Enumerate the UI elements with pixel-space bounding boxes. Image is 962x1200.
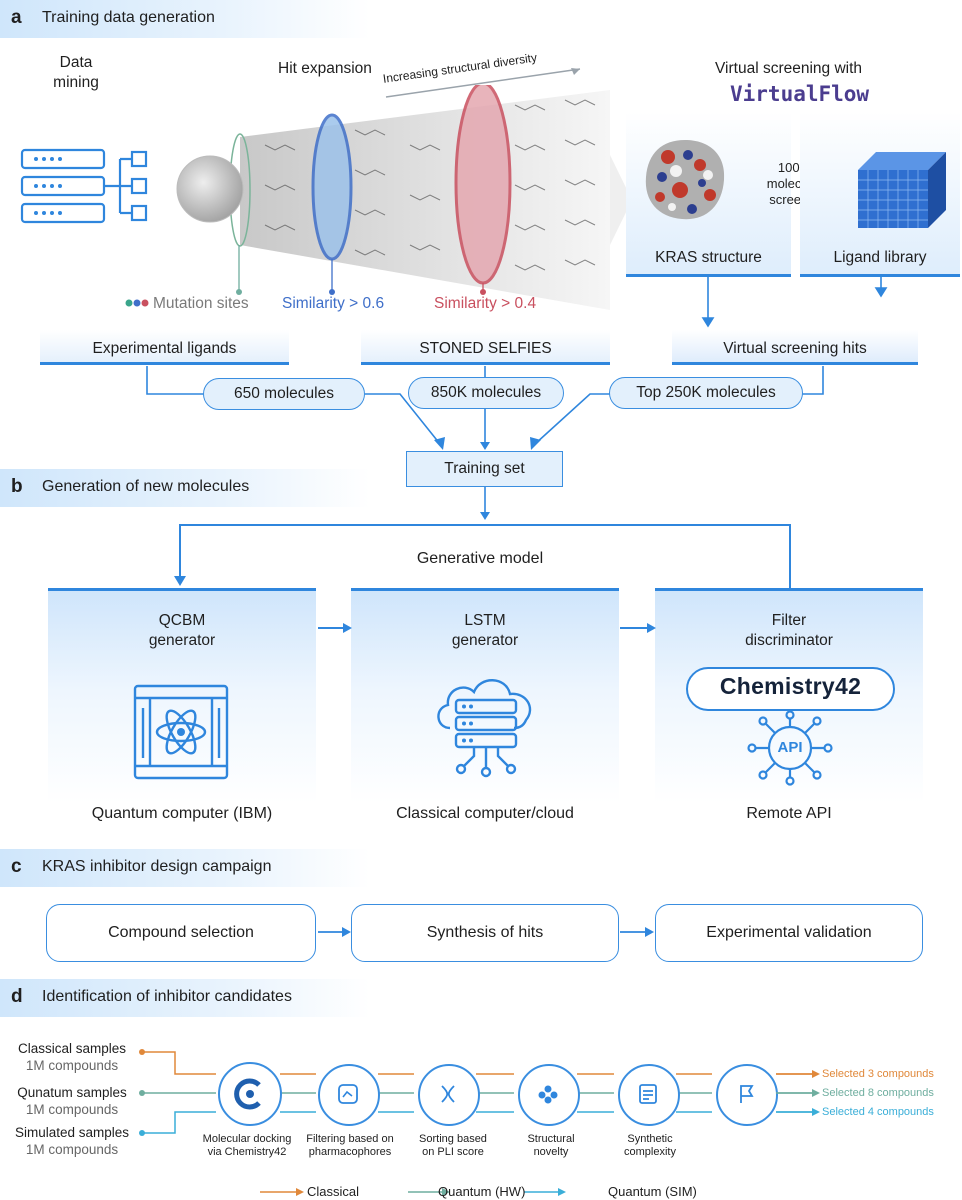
database-icon: [20, 148, 148, 224]
chemistry42-logo: Chemistry42: [719, 673, 862, 699]
output-arrows: [776, 1070, 820, 1116]
sample-quantum-name: Qunatum samples: [17, 1085, 127, 1100]
section-d-letter: d: [11, 986, 23, 1007]
kras-protein-image: [645, 140, 725, 220]
similarity-06-label: Similarity > 0.6: [282, 295, 385, 312]
final-circle: [716, 1064, 778, 1126]
legend-classical: Classical: [307, 1184, 360, 1199]
hit-expansion-label: Hit expansion: [278, 60, 372, 77]
source-stoned-underline: [361, 362, 610, 365]
molecule-cluster-icon: [538, 1085, 558, 1104]
ligand-library-cube-icon: [858, 152, 946, 228]
panel-arrows: [701, 276, 888, 328]
sample-classical-count: 1M compounds: [25, 1058, 119, 1073]
source-virtual-label: Virtual screening hits: [723, 340, 867, 357]
filter-title: Filter discriminator: [745, 612, 833, 649]
qcbm-caption: Quantum computer (IBM): [91, 805, 273, 822]
source-experimental-label: Experimental ligands: [92, 340, 237, 357]
sorting-icon: [441, 1085, 455, 1103]
virtualflow-logo: VirtualFlow: [730, 82, 870, 106]
hit-expansion-funnel: [176, 85, 632, 310]
legend-quantum-hw: Quantum (HW): [438, 1184, 526, 1199]
section-b-title: Generation of new molecules: [42, 478, 250, 495]
step-pli-label: Sorting based on PLI score: [419, 1133, 487, 1158]
diversity-arrow: [385, 68, 581, 98]
section-c-letter: c: [11, 856, 22, 877]
section-b-letter: b: [11, 476, 23, 497]
step-complexity-label: Synthetic complexity: [624, 1133, 676, 1158]
source-experimental-underline: [40, 362, 289, 365]
api-icon: [747, 710, 833, 786]
ligand-library-label: Ligand library: [833, 249, 927, 266]
section-d-header: d Identification of inhibitor candidates: [0, 979, 370, 1017]
validation-box: Experimental validation: [655, 904, 923, 962]
section-b-header: b Generation of new molecules: [0, 469, 370, 507]
mutation-sites-label: Mutation sites: [153, 295, 249, 312]
filter-box: Filter discriminator Remote API: [655, 588, 923, 841]
lstm-box: LSTM generator Classical computer/cloud: [351, 588, 619, 841]
compound-selection-box: Compound selection: [46, 904, 316, 962]
pli-circle: [418, 1064, 480, 1126]
sample-quantum: Qunatum samples 1M compounds: [8, 1084, 136, 1118]
section-d-title: Identification of inhibitor candidates: [42, 988, 292, 1005]
sample-simulated: Simulated samples 1M compounds: [8, 1124, 136, 1158]
source-virtual-underline: [672, 362, 918, 365]
campaign-arrows: [318, 927, 654, 937]
legend-arrows: [260, 1188, 566, 1196]
sample-quantum-count: 1M compounds: [25, 1102, 119, 1117]
synthesis-box: Synthesis of hits: [351, 904, 619, 962]
step-novelty-label: Structural novelty: [527, 1133, 575, 1158]
selected-quantum-hw: Selected 8 compounds: [822, 1087, 934, 1099]
lstm-caption: Classical computer/cloud: [396, 805, 574, 822]
source-stoned: [361, 330, 610, 364]
chemistry42-logo-box: [686, 667, 895, 711]
virtual-screening-label: Virtual screening with: [715, 60, 863, 77]
flag-icon: [740, 1085, 754, 1103]
novelty-circle: [518, 1064, 580, 1126]
source-experimental: [40, 330, 289, 364]
sample-simulated-name: Simulated samples: [14, 1125, 130, 1140]
step-docking-label: Molecular docking via Chemistry42: [202, 1133, 292, 1158]
selected-classical: Selected 3 compounds: [822, 1068, 934, 1080]
sample-classical: Classical samples 1M compounds: [8, 1040, 136, 1074]
section-a-title: Training data generation: [42, 9, 215, 26]
count-650: 650 molecules: [203, 378, 365, 410]
filter-caption: Remote API: [746, 805, 832, 822]
similarity-04-label: Similarity > 0.4: [434, 295, 537, 312]
sample-classical-name: Classical samples: [17, 1041, 127, 1056]
generative-model-frame: [174, 524, 791, 588]
data-mining-label: Data mining: [53, 54, 99, 91]
sample-simulated-count: 1M compounds: [25, 1142, 119, 1157]
complexity-icon: [639, 1084, 657, 1104]
section-c-title: KRAS inhibitor design campaign: [42, 858, 272, 875]
quantum-computer-icon: [133, 684, 229, 780]
mutation-sites-dots: [125, 299, 149, 307]
step-pharmacophore-label: Filtering based on pharmacophores: [306, 1133, 394, 1158]
kras-structure-label: KRAS structure: [655, 249, 762, 266]
chemistry42-c-icon: [234, 1078, 261, 1110]
source-stoned-label: STONED SELFIES: [419, 340, 552, 357]
pharmacophore-icon: [338, 1084, 358, 1104]
section-a-letter: a: [11, 7, 22, 28]
cloud-server-icon: [437, 679, 532, 778]
count-250k: Top 250K molecules: [609, 377, 803, 409]
model-arrows: [318, 623, 656, 633]
generative-model-label: Generative model: [416, 550, 544, 567]
api-label: API: [777, 739, 803, 756]
count-850k: 850K molecules: [408, 377, 564, 409]
pharmacophore-circle: [318, 1064, 380, 1126]
legend-quantum-sim: Quantum (SIM): [608, 1184, 697, 1199]
training-set-box: Training set: [406, 451, 563, 487]
qcbm-title: QCBM generator: [148, 612, 216, 649]
lstm-title: LSTM generator: [451, 612, 519, 649]
section-a-header: a Training data generation: [0, 0, 370, 38]
source-virtual: [672, 330, 918, 364]
selected-quantum-sim: Selected 4 compounds: [822, 1106, 934, 1118]
section-c-header: c KRAS inhibitor design campaign: [0, 849, 370, 887]
